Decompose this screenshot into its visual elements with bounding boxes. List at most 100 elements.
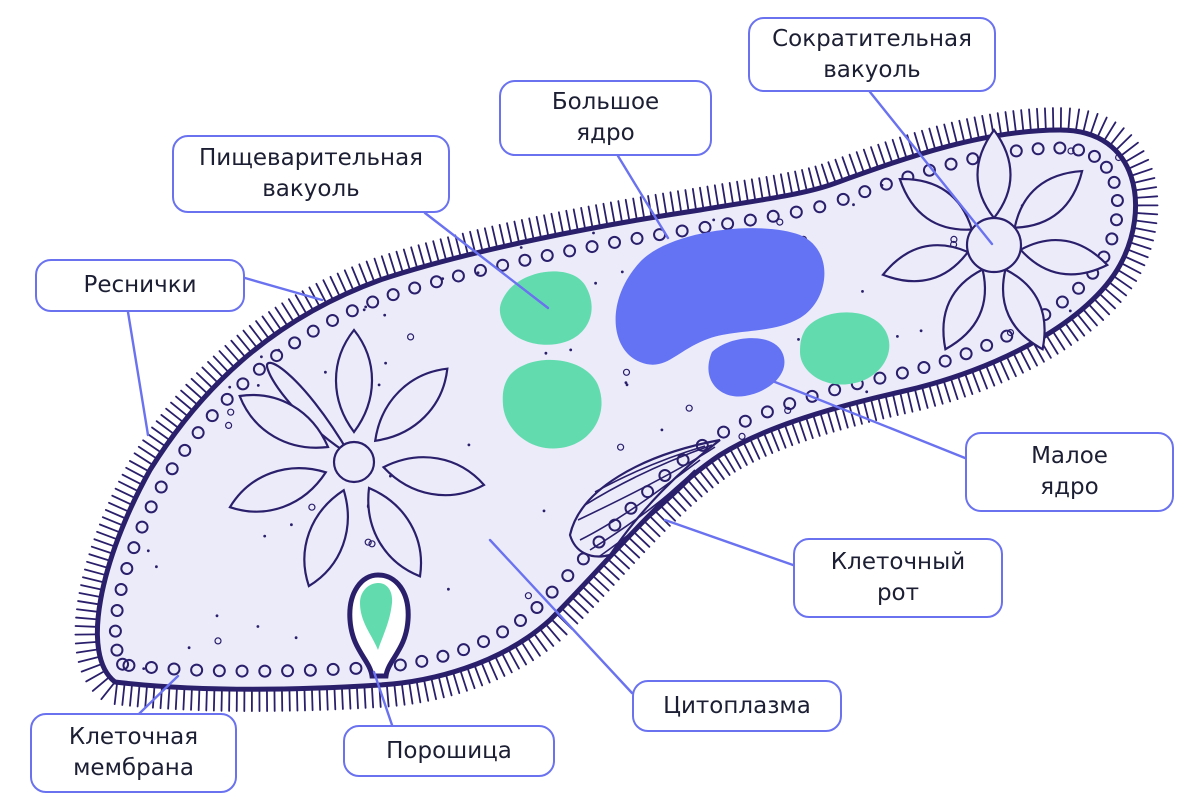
cilium	[146, 432, 165, 447]
granule	[624, 381, 628, 384]
cilium	[268, 311, 282, 330]
cilium	[255, 320, 269, 339]
cilium	[205, 689, 208, 712]
cilium	[540, 629, 555, 647]
granule	[795, 657, 799, 661]
cilium	[628, 537, 646, 554]
cilium	[207, 360, 223, 378]
pellicle-bead	[1031, 142, 1045, 156]
cilium	[730, 449, 742, 470]
pellicle-bead	[496, 625, 510, 639]
cilium	[950, 121, 958, 143]
cilium	[565, 209, 572, 232]
cilium	[128, 460, 149, 472]
granule	[896, 335, 899, 338]
granule	[227, 408, 235, 416]
cilium	[85, 670, 105, 683]
granule	[263, 534, 267, 538]
cilium	[180, 389, 198, 405]
cilium	[827, 411, 835, 433]
cilium	[935, 125, 943, 147]
cilium	[498, 223, 505, 246]
pellicle-bead	[165, 462, 179, 476]
digestive-vacuole-lower	[502, 359, 602, 449]
cilium	[1077, 314, 1092, 332]
cilium	[758, 177, 764, 199]
pellicle-bead	[561, 569, 575, 583]
cilium	[623, 543, 641, 559]
cilium	[506, 222, 513, 244]
granule	[570, 188, 573, 192]
cilium	[587, 205, 594, 228]
cilium	[617, 200, 623, 222]
granule	[377, 383, 381, 387]
granule	[145, 339, 149, 343]
cilium	[743, 442, 754, 463]
cilium	[230, 339, 246, 357]
cilium	[343, 269, 354, 290]
granule	[788, 519, 797, 528]
pellicle-bead	[108, 624, 122, 638]
granule	[900, 513, 909, 521]
cilium	[439, 238, 447, 260]
cilium	[1046, 335, 1059, 355]
pellicle-bead	[212, 664, 226, 678]
pellicle-bead	[1072, 281, 1086, 295]
cilium	[467, 668, 476, 690]
cilium	[1036, 107, 1040, 130]
granule	[627, 629, 631, 632]
cilium	[608, 559, 625, 575]
pellicle-bead	[879, 177, 893, 191]
cilium	[1116, 134, 1133, 150]
pellicle-bead	[980, 338, 994, 352]
cilium	[577, 592, 595, 608]
granule	[362, 308, 366, 312]
pellicle-bead	[540, 248, 554, 262]
cilium	[654, 193, 660, 216]
cilium	[74, 641, 97, 645]
granule	[1087, 639, 1091, 643]
pellicle-bead	[144, 660, 158, 674]
granule	[882, 457, 885, 461]
cilium	[322, 279, 334, 300]
cilium	[921, 387, 929, 409]
granule	[524, 592, 533, 600]
cilium	[999, 360, 1010, 381]
cilium	[691, 187, 697, 210]
cilium	[423, 680, 430, 702]
cilium	[978, 369, 988, 390]
cilium	[913, 132, 922, 153]
granule	[919, 329, 923, 333]
pellicle-bead	[1055, 295, 1069, 309]
cilium	[593, 575, 610, 592]
cilium	[907, 391, 914, 413]
cilium	[711, 461, 725, 480]
cilium	[914, 389, 921, 411]
cilium	[452, 673, 461, 695]
cilium	[1044, 107, 1047, 130]
pellicle-bead	[585, 240, 599, 254]
granule	[364, 305, 368, 309]
cilium	[1004, 111, 1010, 133]
pellicle-bead	[1072, 143, 1086, 157]
cilium	[113, 683, 118, 706]
cilium	[899, 136, 907, 158]
cilium	[943, 123, 951, 145]
cilium	[624, 198, 631, 221]
granule	[866, 428, 870, 431]
cilium	[899, 393, 906, 415]
pellicle-bead	[120, 561, 134, 575]
cilium	[891, 138, 900, 160]
pellicle-bead	[1053, 141, 1067, 155]
cilium	[165, 407, 183, 422]
cilium	[535, 215, 542, 238]
pellicle-bead	[743, 213, 757, 227]
cilium	[96, 530, 117, 540]
cilium	[971, 371, 981, 393]
cilium	[662, 192, 668, 215]
granule	[1065, 574, 1069, 577]
pellicle-bead	[303, 663, 317, 677]
cilium	[393, 684, 398, 707]
cilium	[1006, 357, 1017, 378]
